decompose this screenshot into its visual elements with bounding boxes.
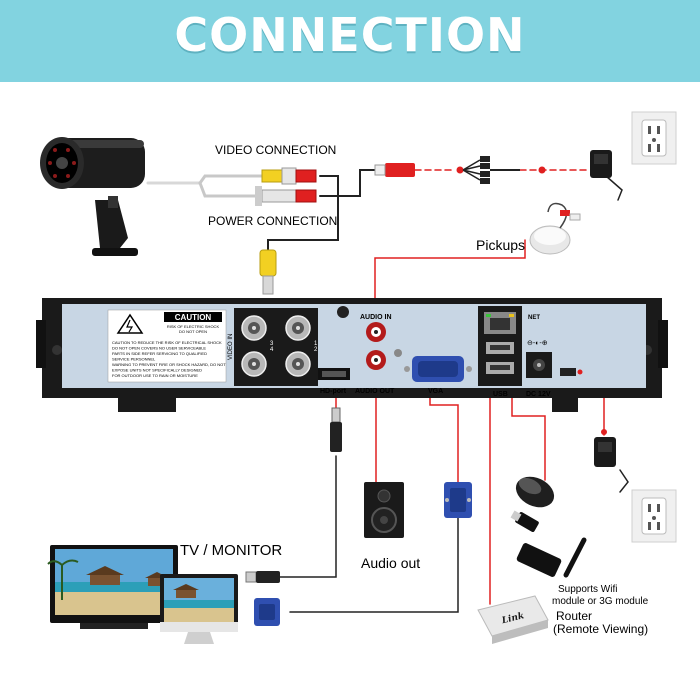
video-in-block: VIDEO IN 3 1 4 2 — [228, 308, 318, 386]
vga-port-label: VGA — [428, 388, 443, 395]
caution-text: CAUTION TO REDUCE THE RISK OF ELECTRICAL… — [112, 340, 226, 378]
camera-connectors — [255, 167, 317, 206]
dc12v-label: DC 12V — [526, 391, 551, 398]
vga-port[interactable] — [404, 356, 472, 382]
caution-label: CAUTION RISK OF ELECTRIC SHOCK DO NOT OP… — [107, 309, 227, 383]
vga-cable — [429, 384, 459, 483]
vga-monitor-plug — [254, 598, 280, 626]
video-plug — [259, 249, 277, 295]
wall-outlet-bottom — [631, 489, 677, 543]
net-port[interactable] — [484, 312, 516, 334]
bnc-port-4[interactable]: 4 — [241, 347, 274, 377]
power-cable — [319, 169, 386, 197]
audio-in-jack[interactable] — [366, 322, 386, 342]
audio-out-jack[interactable] — [366, 350, 386, 370]
caution-text-line: DO NOT OPEN COVERS NO USER SERVICEABLE — [112, 346, 206, 351]
power-splitter — [374, 156, 546, 184]
caution-text-line: PARTS IN SIDE REFER SERVICING TO QUALIFI… — [112, 351, 207, 356]
bnc-number-label: 2 — [314, 347, 318, 353]
dvr-recorder: CAUTION RISK OF ELECTRIC SHOCK DO NOT OP… — [36, 298, 668, 412]
video-cable — [267, 175, 339, 263]
title-banner: CONNECTION — [0, 0, 700, 82]
usb-port-2[interactable] — [486, 362, 514, 374]
hd-port-label: HD-port — [320, 388, 347, 395]
caution-sub2: DO NOT OPEN — [179, 329, 207, 334]
bullet-camera — [40, 137, 145, 256]
bnc-port-2[interactable]: 2 — [285, 347, 318, 377]
wifi-support-label-2: module or 3G module — [552, 596, 649, 607]
bnc-port-3[interactable]: 3 — [241, 315, 274, 347]
caution-text-line: WARNING TO PREVENT FIRE OR SHOCK HAZARD,… — [112, 362, 226, 367]
pickup-microphone — [529, 202, 581, 255]
power-adapter-top — [590, 150, 612, 178]
dc-power-jack[interactable] — [526, 352, 552, 378]
hdmi-tv-plug — [245, 571, 280, 583]
net-usb-block — [478, 306, 522, 386]
tv — [47, 545, 178, 629]
usb-dongle — [510, 510, 539, 532]
remote-viewing-label: (Remote Viewing) — [553, 622, 648, 636]
hd-port[interactable] — [318, 368, 350, 380]
caution-title: CAUTION — [175, 313, 212, 322]
bnc-number-label: 1 — [314, 341, 318, 347]
monitor — [160, 574, 238, 644]
mouse — [515, 476, 555, 508]
dc-symbol: ⊖-◐-⊕ — [527, 340, 548, 347]
usb-port-1[interactable] — [486, 342, 514, 354]
hdmi-cable-end — [330, 407, 342, 452]
power-adapter-bottom — [594, 429, 616, 467]
dc-plug — [560, 368, 583, 376]
caution-text-line: CAUTION TO REDUCE THE RISK OF ELECTRICAL… — [112, 340, 222, 345]
tv-monitor-label: TV / MONITOR — [180, 542, 282, 559]
bnc-number-label: 4 — [270, 347, 274, 353]
wall-outlet-top — [631, 111, 677, 165]
router-label: Router — [556, 609, 592, 623]
audio-in-label: AUDIO IN — [360, 314, 392, 321]
audio-out-port-label: AUDIO OUT — [355, 388, 395, 395]
caution-text-line: EXPOSE UNITS NOT SPECIFICALLY DESIGNED — [112, 368, 202, 373]
net-label: NET — [528, 315, 540, 321]
audio-out-label: Audio out — [361, 555, 420, 571]
speaker — [364, 482, 404, 538]
bnc-port-1[interactable]: 1 — [285, 315, 318, 347]
bnc-number-label: 3 — [270, 341, 274, 347]
pickup-cable — [374, 239, 526, 319]
power-connection-label: POWER CONNECTION — [208, 214, 337, 228]
wifi-module — [516, 537, 587, 578]
caution-sub1: RISK OF ELECTRIC SHOCK — [167, 324, 220, 329]
pickups-label: Pickups — [476, 237, 525, 253]
video-in-label: VIDEO IN — [228, 334, 234, 360]
caution-text-line: FOR OUTDOOR USE TO RAIN OR MOISTURE — [112, 373, 198, 378]
video-connection-label: VIDEO CONNECTION — [215, 143, 336, 157]
usb-label: USB — [493, 391, 508, 398]
vga-connector — [444, 482, 472, 518]
wifi-support-label-1: Supports Wifi — [558, 584, 617, 595]
caution-text-line: SERVICE PERSONNEL — [112, 357, 156, 362]
router: Link — [477, 595, 549, 644]
page-title: CONNECTION — [174, 8, 526, 62]
